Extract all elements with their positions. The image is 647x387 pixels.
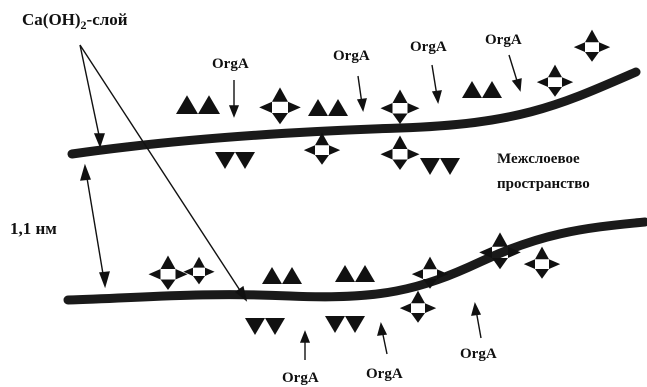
triangle-shape: [198, 95, 220, 114]
triangle-shape: [411, 313, 425, 323]
triangle-shape: [205, 268, 215, 276]
triangle-shape: [482, 81, 502, 98]
orga-label-7: OrgA: [460, 346, 497, 362]
triangle-shape: [412, 269, 423, 279]
triangle-shape: [381, 103, 393, 114]
triangle-shape: [308, 99, 328, 116]
triangle-shape: [161, 256, 176, 270]
triangle-shape: [535, 269, 549, 279]
triangle-shape: [235, 152, 255, 169]
triangle-shape: [492, 232, 508, 246]
triangle-shape: [149, 269, 161, 280]
triangle-shape: [355, 265, 375, 282]
orga-label-5: OrgA: [282, 370, 319, 386]
triangle-shape: [420, 158, 440, 175]
triangle-shape: [537, 77, 548, 87]
triangle-shape: [492, 258, 508, 269]
triangle-shape: [549, 259, 560, 269]
triangle-shape: [408, 149, 420, 160]
orga-label-2: OrgA: [333, 48, 370, 64]
orga-label-1: OrgA: [212, 56, 249, 72]
layer-pointers: [80, 45, 246, 300]
triangle-shape: [325, 316, 345, 333]
triangle-shape: [335, 265, 355, 282]
triangle-shape: [176, 95, 198, 114]
interlayer-label-line2: пространство: [497, 176, 590, 192]
triangle-shape: [535, 247, 549, 260]
triangle-shape: [328, 99, 348, 116]
triangle-shape: [329, 145, 340, 155]
triangle-shape: [462, 81, 482, 98]
lower-layer-line: [68, 222, 645, 300]
triangle-shape: [345, 316, 365, 333]
triangle-shape: [282, 267, 302, 284]
orga-label-6: OrgA: [366, 366, 403, 382]
triangle-shape: [599, 42, 610, 52]
triangle-shape: [272, 87, 288, 101]
triangle-shape: [193, 276, 205, 284]
triangle-shape: [245, 318, 265, 335]
triangle-shape: [381, 149, 393, 160]
orga-label-3: OrgA: [410, 39, 447, 55]
triangle-shape: [272, 113, 288, 124]
triangle-shape: [585, 30, 599, 43]
triangle-shape: [161, 280, 176, 291]
triangle-shape: [411, 291, 425, 304]
interlayer-label-line1: Межслоевое: [497, 151, 580, 167]
triangle-shape: [440, 158, 460, 175]
triangle-shape: [408, 103, 420, 114]
triangle-shape: [400, 303, 411, 313]
triangle-shape: [425, 303, 436, 313]
triangle-shape: [262, 267, 282, 284]
triangle-shape: [423, 257, 437, 270]
spacing-arrow: [81, 166, 109, 286]
triangle-shape: [288, 102, 301, 113]
triangle-shape: [393, 160, 408, 171]
triangle-shape: [562, 77, 573, 87]
triangle-shape: [524, 259, 535, 269]
triangle-shape: [548, 65, 562, 78]
triangle-shape: [304, 145, 315, 155]
triangle-shape: [393, 136, 408, 150]
triangle-shape: [193, 257, 205, 268]
orga-label-4: OrgA: [485, 32, 522, 48]
triangle-shape: [393, 90, 408, 104]
triangle-shape: [265, 318, 285, 335]
layer-label: Ca(OH)2-слой: [22, 10, 128, 32]
triangle-shape: [548, 87, 562, 97]
triangle-shape: [585, 52, 599, 62]
triangle-shape: [393, 114, 408, 125]
triangle-shape: [574, 42, 585, 52]
triangle-shape: [259, 102, 272, 113]
triangle-shape: [215, 152, 235, 169]
spacing-label: 1,1 нм: [10, 219, 57, 238]
upper-layer-line: [72, 72, 636, 154]
triangle-shape: [315, 155, 329, 165]
triangle-shape: [176, 269, 188, 280]
